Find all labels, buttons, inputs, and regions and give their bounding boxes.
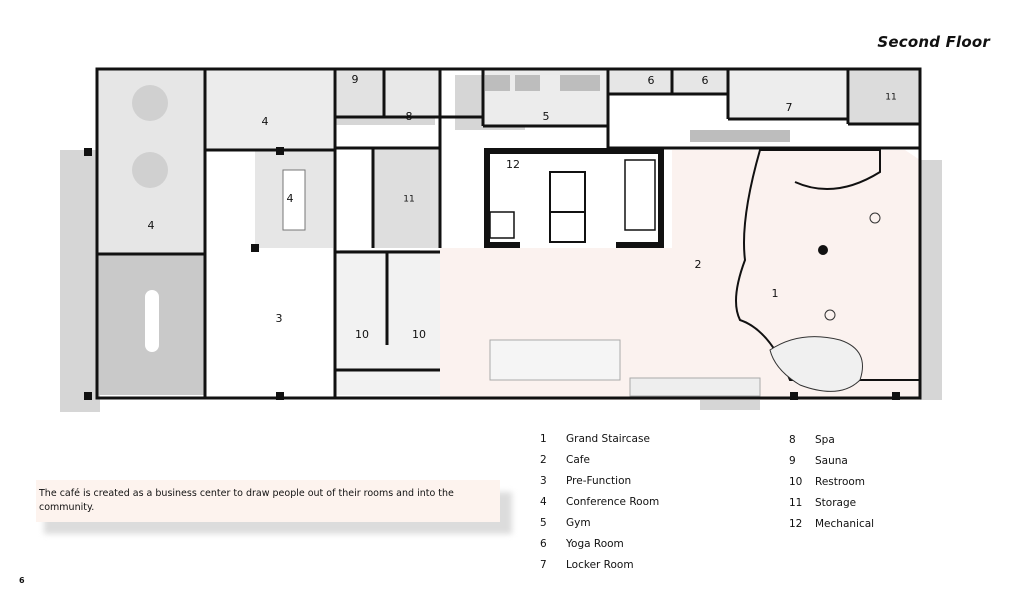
legend-number: 4 <box>540 495 547 508</box>
legend-item: 10 Restroom <box>789 471 874 492</box>
furniture <box>132 75 790 397</box>
floor-plan: 4 4 4 3 9 8 5 6 6 7 11 11 12 2 1 10 10 <box>60 67 942 412</box>
legend-label: Sauna <box>815 454 848 467</box>
room-label-cafe: 2 <box>695 258 702 271</box>
legend-label: Yoga Room <box>566 537 624 550</box>
room-label-gym: 5 <box>543 110 550 123</box>
room-label-restroom-a: 10 <box>355 328 369 341</box>
legend-item: 7 Locker Room <box>540 554 659 575</box>
legend-item: 12 Mechanical <box>789 513 874 534</box>
room-label-sauna: 9 <box>352 73 359 86</box>
mechanical-core <box>484 148 664 248</box>
legend-item: 2 Cafe <box>540 449 659 470</box>
legend-number: 10 <box>789 475 803 488</box>
description-note: The café is created as a business center… <box>36 480 500 522</box>
page-number: 6 <box>19 576 25 585</box>
legend-item: 1 Grand Staircase <box>540 428 659 449</box>
legend-label: Grand Staircase <box>566 432 650 445</box>
room-labels: 4 4 4 3 9 8 5 6 6 7 11 11 12 2 1 10 10 <box>148 73 897 341</box>
legend-number: 11 <box>789 496 803 509</box>
legend-label: Locker Room <box>566 558 634 571</box>
legend-item: 8 Spa <box>789 429 874 450</box>
room-label-spa: 8 <box>406 110 413 123</box>
room-label-staircase: 1 <box>772 287 779 300</box>
legend-number: 3 <box>540 474 547 487</box>
legend-label: Storage <box>815 496 857 509</box>
room-label-conference-b: 4 <box>287 192 294 205</box>
room-label-conference-a: 4 <box>262 115 269 128</box>
legend-item: 9 Sauna <box>789 450 874 471</box>
legend-label: Spa <box>815 433 835 446</box>
legend-label: Gym <box>566 516 591 529</box>
legend-column-2: 8 Spa 9 Sauna 10 Restroom 11 Storage 12 Mecha… <box>789 429 874 534</box>
room-label-restroom-b: 10 <box>412 328 426 341</box>
legend-item: 6 Yoga Room <box>540 533 659 554</box>
legend-number: 1 <box>540 432 547 445</box>
legend-item: 4 Conference Room <box>540 491 659 512</box>
legend-number: 8 <box>789 433 796 446</box>
room-label-storage-b: 11 <box>403 195 414 205</box>
room-label-mechanical: 12 <box>506 158 520 171</box>
legend-label: Conference Room <box>566 495 660 508</box>
legend-number: 6 <box>540 537 547 550</box>
legend-item: 3 Pre-Function <box>540 470 659 491</box>
legend-number: 2 <box>540 453 547 466</box>
legend-number: 9 <box>789 454 796 467</box>
legend-column-1: 1 Grand Staircase 2 Cafe 3 Pre-Function 4 Co… <box>540 428 659 575</box>
room-label-yoga-b: 6 <box>702 74 709 87</box>
room-label-storage-a: 11 <box>885 93 896 103</box>
legend-label: Mechanical <box>815 517 875 530</box>
legend-number: 5 <box>540 516 547 529</box>
legend-label: Cafe <box>566 453 590 466</box>
grand-staircase <box>735 149 920 392</box>
legend-item: 5 Gym <box>540 512 659 533</box>
columns <box>84 147 900 400</box>
legend-number: 12 <box>789 517 803 530</box>
room-label-yoga-a: 6 <box>648 74 655 87</box>
legend-number: 7 <box>540 558 547 571</box>
page-title: Second Floor <box>877 33 990 51</box>
legend-label: Restroom <box>815 475 866 488</box>
room-label-locker: 7 <box>786 101 793 114</box>
walls <box>95 67 922 400</box>
room-label-conference-c: 4 <box>148 219 155 232</box>
legend-item: 11 Storage <box>789 492 874 513</box>
room-label-prefunction: 3 <box>276 312 283 325</box>
legend-label: Pre-Function <box>566 474 632 487</box>
